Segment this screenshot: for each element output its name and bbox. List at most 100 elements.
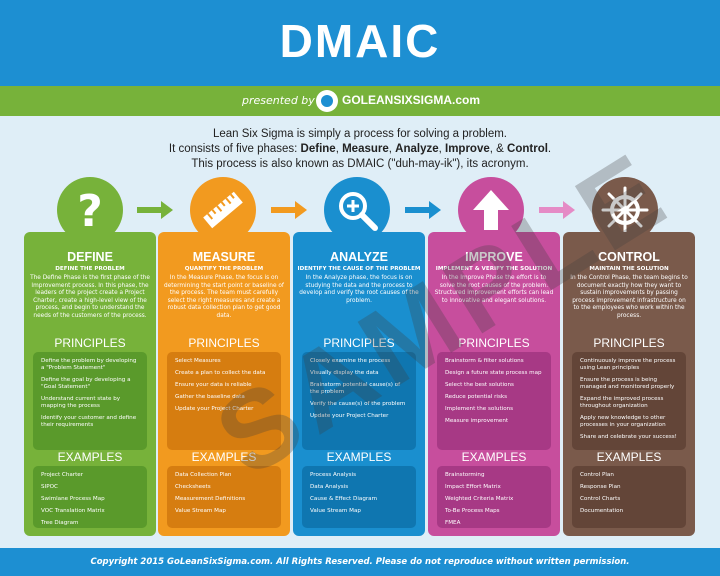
intro-line-2-prefix: It consists of five phases: (168, 143, 301, 155)
list-item: Value Stream Map (175, 508, 226, 514)
phase-subtitle: IDENTIFY THE CAUSE OF THE PROBLEM (297, 266, 421, 272)
examples-heading: EXAMPLES (326, 450, 392, 464)
intro-phase-analyze: Analyze (395, 143, 439, 155)
principles-heading: PRINCIPLES (188, 336, 260, 350)
header-banner: DMAIC (0, 0, 720, 86)
phase-description: In the Analyze phase, the focus is on st… (299, 275, 419, 304)
arrow-define-measure-icon (137, 201, 173, 219)
principles-box: Define the problem by developing a "Prob… (33, 352, 147, 450)
list-item: Measure improvement (445, 418, 509, 424)
examples-box: Project Charter SIPOC Swimlane Process M… (33, 466, 147, 528)
presented-by-bar: presented by GOLEANSIXSIGMA.com (0, 86, 720, 116)
phase-subtitle: MAINTAIN THE SOLUTION (589, 266, 669, 272)
list-item: Brainstorm & filter solutions (445, 358, 524, 364)
list-item: Define the goal by developing a "Goal St… (41, 377, 131, 390)
list-item: Reduce potential risks (445, 394, 508, 400)
list-item: Share and celebrate your success! (580, 434, 677, 440)
list-item: FMEA (445, 520, 461, 526)
phase-define: DEFINE DEFINE THE PROBLEM The Define Pha… (24, 232, 156, 536)
logo-icon (316, 90, 338, 112)
intro-line-2: It consists of five phases: Define, Meas… (110, 142, 610, 157)
examples-box: Process Analysis Data Analysis Cause & E… (302, 466, 416, 528)
list-item: Brainstorming (445, 472, 485, 478)
phase-subtitle: QUANTIFY THE PROBLEM (184, 266, 264, 272)
phase-improve: IMPROVE IMPLEMENT & VERIFY THE SOLUTION … (428, 232, 560, 536)
principles-heading: PRINCIPLES (593, 336, 665, 350)
phase-title: DEFINE (67, 250, 113, 264)
examples-list: Project Charter SIPOC Swimlane Process M… (33, 466, 147, 536)
list-item: Update your Project Charter (310, 413, 389, 419)
list-item: Ensure the process is being managed and … (580, 377, 675, 390)
list-item: Update your Project Charter (175, 406, 254, 412)
list-item: Ensure your data is reliable (175, 382, 252, 388)
examples-heading: EXAMPLES (461, 450, 527, 464)
phase-title: ANALYZE (330, 250, 388, 264)
intro-phase-define: Define (300, 143, 336, 155)
intro-sep-3: , (438, 143, 446, 155)
copyright-text: Copyright 2015 GoLeanSixSigma.com. All R… (90, 557, 630, 567)
phase-subtitle: IMPLEMENT & VERIFY THE SOLUTION (435, 266, 553, 272)
intro-phase-measure: Measure (342, 143, 389, 155)
principles-heading: PRINCIPLES (323, 336, 395, 350)
examples-box: Brainstorming Impact Effort Matrix Weigh… (437, 466, 551, 528)
list-item: Implement the solutions (445, 406, 514, 412)
list-item: Select the best solutions (445, 382, 514, 388)
list-item: To-Be Process Maps (445, 508, 500, 514)
principles-box: Closely examine the process Visually dis… (302, 352, 416, 450)
list-item: Select Measures (175, 358, 221, 364)
examples-list: Brainstorming Impact Effort Matrix Weigh… (437, 466, 551, 536)
intro-end: . (547, 143, 552, 155)
arrow-measure-analyze-icon (271, 201, 307, 219)
principles-list: Brainstorm & filter solutions Design a f… (437, 352, 551, 434)
list-item: Impact Effort Matrix (445, 484, 501, 490)
list-item: Apply new knowledge to other processes i… (580, 415, 666, 428)
list-item: Checksheets (175, 484, 211, 490)
list-item: Control Plan (580, 472, 614, 478)
examples-list: Data Collection Plan Checksheets Measure… (167, 466, 281, 524)
examples-list: Control Plan Response Plan Control Chart… (572, 466, 686, 524)
principles-list: Define the problem by developing a "Prob… (33, 352, 147, 438)
principles-list: Select Measures Create a plan to collect… (167, 352, 281, 422)
examples-heading: EXAMPLES (596, 450, 662, 464)
intro-sep-2: , (388, 143, 396, 155)
ship-wheel-icon (601, 186, 649, 234)
intro-sep-1: , (335, 143, 343, 155)
list-item: Process Analysis (310, 472, 357, 478)
phase-description: In the Improve Phase the effort is to so… (434, 275, 554, 304)
examples-list: Process Analysis Data Analysis Cause & E… (302, 466, 416, 524)
list-item: Verify the cause(s) of the problem (310, 401, 406, 407)
principles-box: Brainstorm & filter solutions Design a f… (437, 352, 551, 450)
presented-by-label: presented by (242, 94, 315, 107)
phase-title: IMPROVE (465, 250, 523, 264)
intro-and: , & (489, 143, 508, 155)
list-item: Understand current state by mapping the … (41, 396, 121, 409)
logo-text: GOLEANSIXSIGMA.com (342, 93, 481, 107)
phase-description: In the Measure Phase, the focus is on de… (164, 275, 284, 319)
arrow-improve-control-icon (539, 201, 575, 219)
phase-description: In the Control Phase, the team begins to… (570, 275, 688, 319)
list-item: Design a future state process map (445, 370, 542, 376)
list-item: Cause & Effect Diagram (310, 496, 378, 502)
principles-list: Continuously improve the process using L… (572, 352, 686, 450)
intro-phase-control: Control (507, 143, 548, 155)
list-item: Expand the improved process throughout o… (580, 396, 664, 409)
phase-measure: MEASURE QUANTIFY THE PROBLEM In the Meas… (158, 232, 290, 536)
examples-box: Control Plan Response Plan Control Chart… (572, 466, 686, 528)
arrow-analyze-improve-icon (405, 201, 441, 219)
up-arrow-icon (473, 190, 509, 230)
principles-heading: PRINCIPLES (458, 336, 530, 350)
list-item: Define the problem by developing a "Prob… (41, 358, 137, 371)
list-item: Brainstorm potential cause(s) of the pro… (310, 382, 401, 395)
examples-heading: EXAMPLES (57, 450, 123, 464)
ruler-icon (203, 191, 243, 229)
list-item: Gather the baseline data (175, 394, 245, 400)
list-item: Create a plan to collect the data (175, 370, 266, 376)
list-item: Data Analysis (310, 484, 349, 490)
phase-subtitle: DEFINE THE PROBLEM (55, 266, 125, 272)
principles-list: Closely examine the process Visually dis… (302, 352, 416, 429)
phase-control: CONTROL MAINTAIN THE SOLUTION In the Con… (563, 232, 695, 536)
list-item: Weighted Criteria Matrix (445, 496, 514, 502)
principles-heading: PRINCIPLES (54, 336, 126, 350)
intro-phase-improve: Improve (445, 143, 490, 155)
list-item: Control Charts (580, 496, 621, 502)
